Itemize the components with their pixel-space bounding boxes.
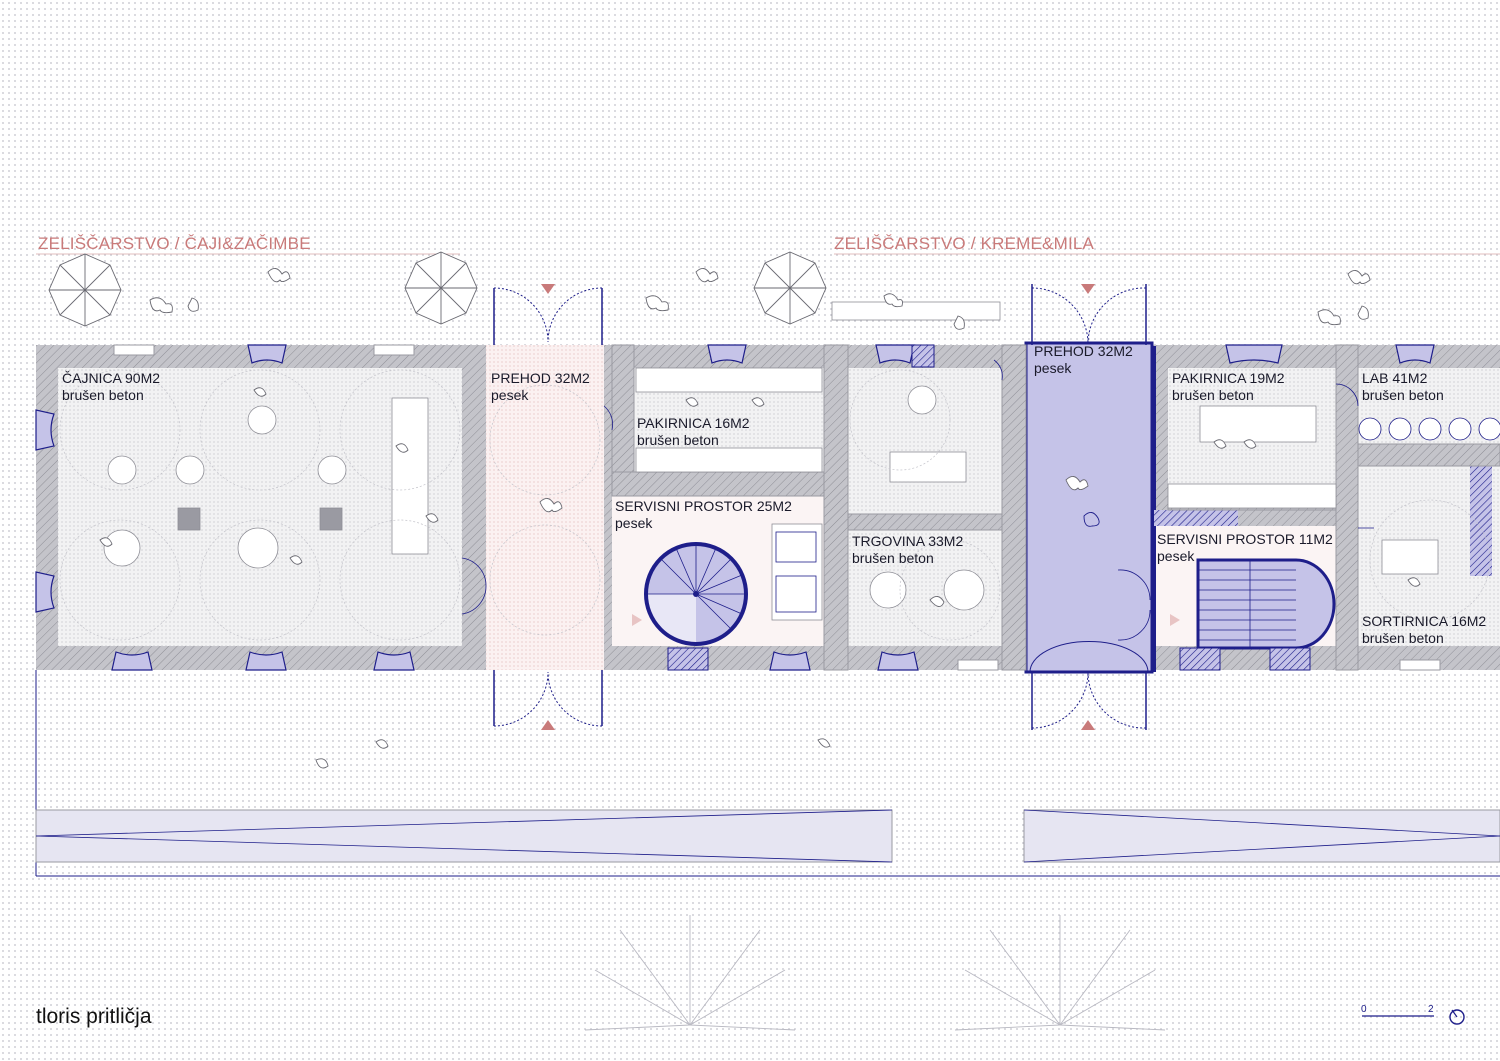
room-material: pesek xyxy=(1034,360,1072,376)
north-arrow-icon xyxy=(1449,1009,1465,1025)
room-material: brušen beton xyxy=(62,387,144,403)
room-material: brušen beton xyxy=(1362,387,1444,403)
room-material: brušen beton xyxy=(852,550,934,566)
room-label-servisni-25: SERVISNI PROSTOR 25M2 pesek xyxy=(615,498,792,532)
room-material: pesek xyxy=(1157,548,1195,564)
room-label-pakirnica-16: PAKIRNICA 16M2 brušen beton xyxy=(637,415,750,449)
room-name: SERVISNI PROSTOR 25M2 xyxy=(615,498,792,514)
lower-ramps xyxy=(35,809,1500,863)
room-name: SORTIRNICA 16M2 xyxy=(1362,613,1487,629)
room-name: PREHOD 32M2 xyxy=(491,370,590,386)
room-label-prehod-1: PREHOD 32M2 pesek xyxy=(491,370,590,404)
room-material: brušen beton xyxy=(637,432,719,448)
room-label-prehod-2: PREHOD 32M2 pesek xyxy=(1034,343,1133,377)
room-name: TRGOVINA 33M2 xyxy=(852,533,964,549)
room-name: PAKIRNICA 19M2 xyxy=(1172,370,1285,386)
room-name: SERVISNI PROSTOR 11M2 xyxy=(1157,531,1333,547)
room-label-lab: LAB 41M2 brušen beton xyxy=(1362,370,1444,404)
straight-staircase xyxy=(1196,558,1336,650)
person-icon xyxy=(99,268,1421,769)
umbrella-icon xyxy=(48,251,827,327)
room-prehod-2 xyxy=(1024,341,1154,674)
spiral-staircase xyxy=(644,542,748,646)
room-label-sortirnica: SORTIRNICA 16M2 brušen beton xyxy=(1362,613,1486,647)
room-material: pesek xyxy=(615,515,653,531)
room-label-cajnica: ČAJNICA 90M2 brušen beton xyxy=(62,370,160,404)
room-name: PREHOD 32M2 xyxy=(1034,343,1133,359)
room-material: brušen beton xyxy=(1172,387,1254,403)
scale-start: 0 xyxy=(1361,1004,1367,1015)
scale-end: 2 xyxy=(1428,1004,1434,1015)
room-name: LAB 41M2 xyxy=(1362,370,1428,386)
section-title-left: ZELIŠČARSTVO / ČAJI&ZAČIMBE xyxy=(38,234,311,253)
room-material: pesek xyxy=(491,387,529,403)
tree-icon xyxy=(584,915,1166,1031)
entrance-arrow-icon xyxy=(541,284,1095,730)
room-label-trgovina: TRGOVINA 33M2 brušen beton xyxy=(852,533,963,567)
furniture xyxy=(103,367,1439,621)
room-label-servisni-11: SERVISNI PROSTOR 11M2 pesek xyxy=(1157,531,1333,565)
room-label-pakirnica-19: PAKIRNICA 19M2 brušen beton xyxy=(1172,370,1285,404)
section-title-right: ZELIŠČARSTVO / KREME&MILA xyxy=(834,234,1095,253)
room-name: ČAJNICA 90M2 xyxy=(62,370,161,386)
room-name: PAKIRNICA 16M2 xyxy=(637,415,750,431)
room-material: brušen beton xyxy=(1362,630,1444,646)
plan-title: tloris pritličja xyxy=(36,1005,152,1028)
windows xyxy=(35,344,1435,671)
